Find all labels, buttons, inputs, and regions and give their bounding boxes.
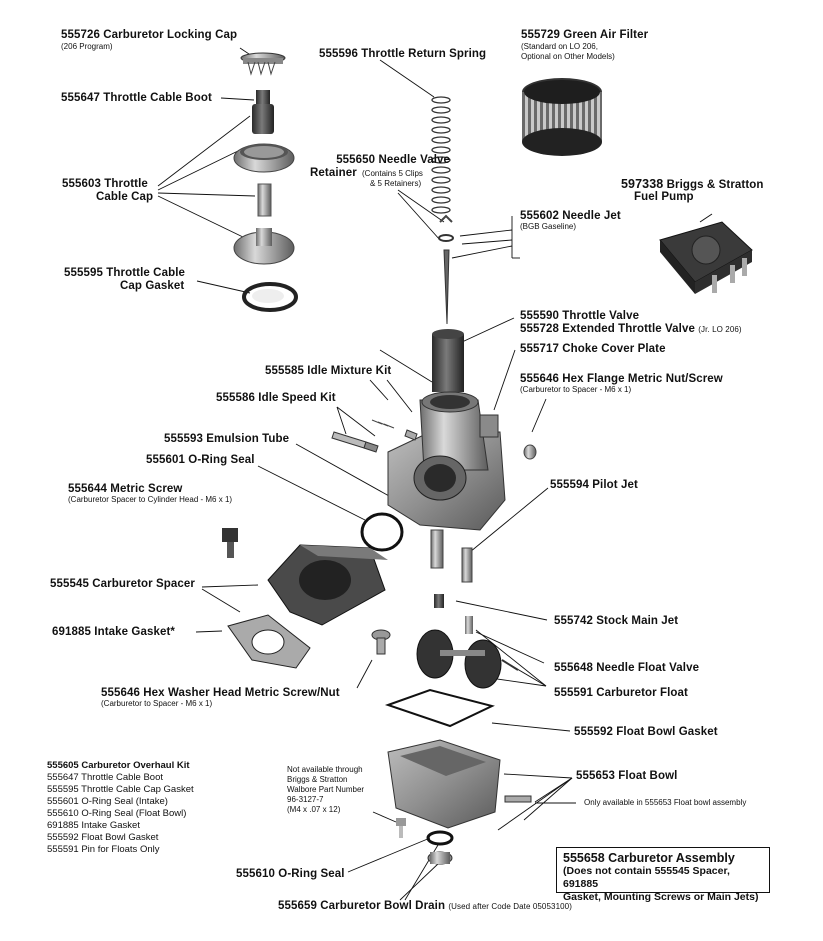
label-cable-boot: 555647 Throttle Cable Boot [61, 92, 212, 104]
needle-part [438, 214, 454, 325]
bowl-oring-part [426, 830, 454, 846]
note-needle-jet: (BGB Gaseline) [520, 222, 577, 231]
label-spacer: 555545 Carburetor Spacer [50, 578, 195, 590]
label-choke-plate: 555717 Choke Cover Plate [520, 343, 666, 355]
label-hex-flange: 555646 Hex Flange Metric Nut/Screw [520, 373, 723, 385]
overhaul-kit-item: 555601 O-Ring Seal (Intake) [47, 796, 168, 807]
label-throttle-valve: 555590 Throttle Valve [520, 310, 640, 322]
air-filter-part [522, 78, 602, 156]
bowl-screw-part [396, 818, 406, 838]
label-hex-washer: 555646 Hex Washer Head Metric Screw/Nut [101, 687, 340, 699]
note-air-filter-1: (Standard on LO 206, [521, 42, 598, 51]
throttle-cable-cap-part [233, 143, 295, 265]
fuel-pump-part [659, 213, 753, 294]
label-needle-retainer-2: Retainer [310, 167, 357, 179]
label-metric-screw: 555644 Metric Screw [68, 483, 183, 495]
intake-oring-part [360, 512, 404, 552]
assembly-line: (Does not contain 555545 Spacer, 691885 [563, 865, 730, 890]
note-air-filter-2: Optional on Other Models) [521, 52, 615, 61]
label-return-spring: 555596 Throttle Return Spring [319, 48, 487, 60]
floats-part [416, 616, 519, 689]
label-bowl-gasket: 555592 Float Bowl Gasket [574, 726, 718, 738]
label-locking-cap: 555726 Carburetor Locking Cap [61, 29, 238, 41]
label-air-filter: 555729 Green Air Filter [521, 29, 649, 41]
not-available-line-1: Not available through [287, 765, 363, 774]
label-cap-gasket: 555595 Throttle Cable [64, 267, 185, 279]
note-locking-cap: (206 Program) [61, 42, 113, 51]
throttle-valve-part [432, 329, 464, 392]
assembly-title: 555658 Carburetor Assembly [563, 851, 735, 865]
overhaul-kit-item: 555592 Float Bowl Gasket [47, 832, 159, 843]
hex-washer-screw-part [371, 629, 391, 655]
carburetor-body-part [387, 391, 506, 531]
label-bowl-drain: 555659 Carburetor Bowl Drain (Used after… [278, 900, 572, 912]
float-bowl-part [387, 739, 532, 829]
note-metric-screw: (Carburetor Spacer to Cylinder Head - M6… [68, 495, 233, 504]
not-available-line-4: 96-3127-7 [287, 795, 324, 804]
bowl-gasket-part [384, 688, 495, 728]
not-available-line-5: (M4 x .07 x 12) [287, 805, 341, 814]
intake-gasket-part [227, 614, 311, 669]
label-fuel-pump-2: Fuel Pump [634, 191, 694, 203]
note-hex-washer: (Carburetor to Spacer - M6 x 1) [101, 699, 213, 708]
label-oring-seal: 555601 O-Ring Seal [146, 454, 255, 466]
overhaul-kit-item: 691885 Intake Gasket [47, 820, 140, 831]
only-available-note: Only available in 555653 Float bowl asse… [584, 798, 747, 807]
label-bowl-oring: 555610 O-Ring Seal [236, 868, 345, 880]
label-idle-mixture: 555585 Idle Mixture Kit [265, 365, 392, 377]
label-main-jet: 555742 Stock Main Jet [554, 615, 679, 627]
metric-screw-part [222, 528, 238, 558]
cap-gasket-part [242, 282, 298, 312]
overhaul-kit-item: 555591 Pin for Floats Only [47, 844, 160, 855]
label-fuel-pump: 597338 Briggs & Stratton [621, 177, 764, 191]
carburetor-spacer-part [267, 544, 388, 626]
overhaul-kit-item: 555610 O-Ring Seal (Float Bowl) [47, 808, 187, 819]
label-idle-speed: 555586 Idle Speed Kit [216, 392, 336, 404]
note-needle-retainer-2: & 5 Retainers) [370, 179, 422, 188]
label-cable-cap-2: Cable Cap [96, 191, 154, 203]
label-emulsion-tube: 555593 Emulsion Tube [164, 433, 290, 445]
carburetor-assembly-box: 555658 Carburetor Assembly (Does not con… [556, 847, 770, 903]
locking-cap-part [240, 52, 286, 76]
label-needle-retainer: 555650 Needle Valve [336, 154, 450, 166]
label-float-bowl: 555653 Float Bowl [576, 770, 678, 782]
overhaul-kit-list: 555605 Carburetor Overhaul Kit 555647 Th… [47, 760, 194, 856]
throttle-cable-boot-part [252, 90, 274, 134]
throttle-return-spring-part [431, 96, 451, 214]
label-needle-jet: 555602 Needle Jet [520, 210, 621, 222]
note-hex-flange: (Carburetor to Spacer - M6 x 1) [520, 385, 632, 394]
idle-screws-part [331, 419, 418, 453]
not-available-line-3: Walbore Part Number [287, 785, 365, 794]
label-float-valve: 555648 Needle Float Valve [554, 662, 700, 674]
label-pilot-jet: 555594 Pilot Jet [550, 479, 638, 491]
bowl-drain-part [427, 851, 453, 865]
overhaul-kit-item: 555647 Throttle Cable Boot [47, 772, 164, 783]
label-ext-throttle-valve: 555728 Extended Throttle Valve (Jr. LO 2… [520, 323, 742, 335]
label-intake-gasket: 691885 Intake Gasket* [52, 626, 175, 638]
overhaul-kit-item: 555595 Throttle Cable Cap Gasket [47, 784, 194, 795]
label-float: 555591 Carburetor Float [554, 687, 688, 699]
label-cable-cap: 555603 Throttle [62, 178, 148, 190]
label-cap-gasket-2: Cap Gasket [120, 280, 185, 292]
note-needle-retainer-1: (Contains 5 Clips [362, 169, 423, 178]
overhaul-kit-title: 555605 Carburetor Overhaul Kit [47, 760, 190, 771]
not-available-line-2: Briggs & Stratton [287, 775, 348, 784]
jets-part [430, 444, 537, 608]
assembly-line: Gasket, Mounting Screws or Main Jets) [563, 891, 759, 903]
